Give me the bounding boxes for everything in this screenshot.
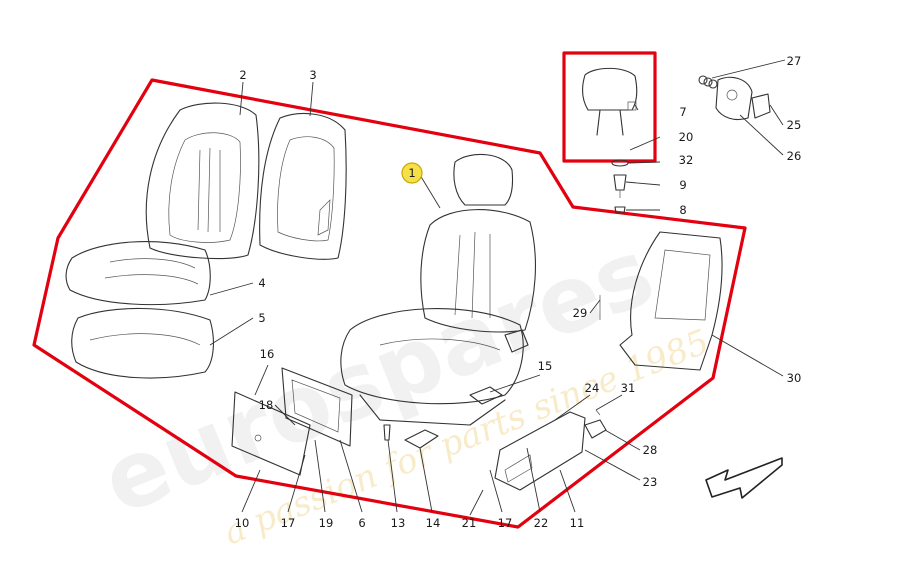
callout-leaders: [209, 59, 786, 516]
part-1-complete-seat: [340, 153, 536, 426]
part-15-switch-bezel: [469, 386, 503, 405]
part-4-cushion-cover: [65, 241, 211, 306]
callout-24: 24: [585, 381, 600, 395]
part-10-side-cover: [231, 391, 311, 476]
callout-23: 23: [643, 475, 658, 489]
callout-17b: 17: [498, 516, 513, 530]
callout-5: 5: [258, 311, 265, 325]
part-25-cover-cap: [751, 93, 771, 119]
callout-22: 22: [534, 516, 549, 530]
callout-17a: 17: [281, 516, 296, 530]
callout-31: 31: [621, 381, 636, 395]
arrow-down-left-icon: [705, 457, 783, 499]
callout-18: 18: [259, 398, 274, 412]
callout-labels: 1 2 3 4 5 6 7 8 9 10 11 13 14 15 16 17 1…: [235, 54, 802, 530]
part-14-trim-cap: [404, 429, 439, 449]
part-28-hinge: [584, 419, 607, 439]
callout-32: 32: [679, 153, 694, 167]
callout-10: 10: [235, 516, 250, 530]
part-7-headrest: [582, 67, 638, 136]
callout-13: 13: [391, 516, 406, 530]
part-5-cushion-foam: [71, 307, 214, 379]
callout-30: 30: [787, 371, 802, 385]
callout-16: 16: [260, 347, 275, 361]
callout-14: 14: [426, 516, 441, 530]
callout-27: 27: [787, 54, 802, 68]
part-8-clip: [614, 206, 626, 214]
part-31-bolt: [595, 409, 601, 416]
callout-21: 21: [462, 516, 477, 530]
main-assembly-highlight: [32, 78, 747, 529]
part-27-springs: [698, 75, 718, 89]
callout-8: 8: [679, 203, 686, 217]
callout-1: 1: [408, 166, 415, 180]
callout-29: 29: [573, 306, 588, 320]
callout-11: 11: [570, 516, 585, 530]
part-32-9-headrest-guide: [611, 159, 629, 198]
callout-2: 2: [239, 68, 246, 82]
headrest-highlight: [562, 51, 657, 163]
part-13-screw: [383, 424, 391, 441]
callout-7: 7: [679, 105, 686, 119]
callout-25: 25: [787, 118, 802, 132]
callout-3: 3: [309, 68, 316, 82]
selected-part-marker-icon: [401, 162, 423, 184]
callout-6: 6: [358, 516, 365, 530]
part-29-rear-panel: [599, 231, 723, 371]
callout-4: 4: [258, 276, 265, 290]
part-2-backrest-cover: [145, 102, 260, 260]
callout-9: 9: [679, 178, 686, 192]
callout-28: 28: [643, 443, 658, 457]
callout-20: 20: [679, 130, 694, 144]
callout-19: 19: [319, 516, 334, 530]
part-3-backrest-shell: [259, 113, 347, 260]
part-11-mounting-bracket: [494, 411, 586, 491]
part-26-headrest-mechanism: [715, 76, 753, 121]
callout-15: 15: [538, 359, 553, 373]
callout-26: 26: [787, 149, 802, 163]
part-6-lower-trim: [281, 367, 353, 447]
